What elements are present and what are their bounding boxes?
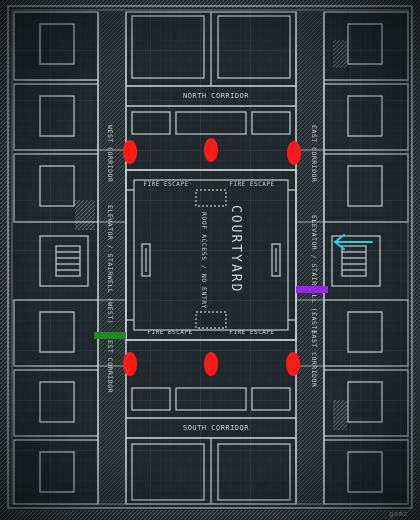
label-courtyard-subtitle: ROOF ACCESS / NO ENTRY xyxy=(200,212,208,309)
enemy-marker-sw[interactable] xyxy=(123,352,137,376)
objective-marker-east[interactable] xyxy=(296,286,328,293)
label-fire-escape-nw: FIRE ESCAPE xyxy=(143,181,188,188)
label-elevator-east: ELEVATOR / STAIRWELL (EAST) xyxy=(310,215,318,334)
label-north-corridor: NORTH CORRIDOR xyxy=(183,92,249,100)
enemy-marker-s[interactable] xyxy=(204,352,218,376)
label-east-corridor-lower: EAST CORRIDOR xyxy=(310,330,318,387)
label-west-corridor-lower: EST CORRIDOR xyxy=(106,340,114,393)
label-fire-escape-se: FIRE ESCAPE xyxy=(229,329,274,336)
label-south-corridor: SOUTH CORRIDOR xyxy=(183,424,249,432)
watermark-logo: gamz xyxy=(389,510,408,518)
enemy-marker-se[interactable] xyxy=(286,352,300,376)
label-elevator-west: ELEVATOR / STAIRWELL (WEST) xyxy=(106,205,114,324)
entry-marker-west[interactable] xyxy=(94,332,126,339)
label-east-corridor-upper: EAST CORRIDOR xyxy=(310,125,318,182)
label-west-corridor: WEST CORRIDOR xyxy=(106,125,114,182)
label-fire-escape-sw: FIRE ESCAPE xyxy=(147,329,192,336)
label-courtyard: COURTYARD xyxy=(228,205,243,293)
label-fire-escape-ne: FIRE ESCAPE xyxy=(229,181,274,188)
enemy-marker-ne[interactable] xyxy=(287,141,301,165)
enemy-marker-n[interactable] xyxy=(204,138,218,162)
enemy-marker-nw[interactable] xyxy=(123,140,137,164)
